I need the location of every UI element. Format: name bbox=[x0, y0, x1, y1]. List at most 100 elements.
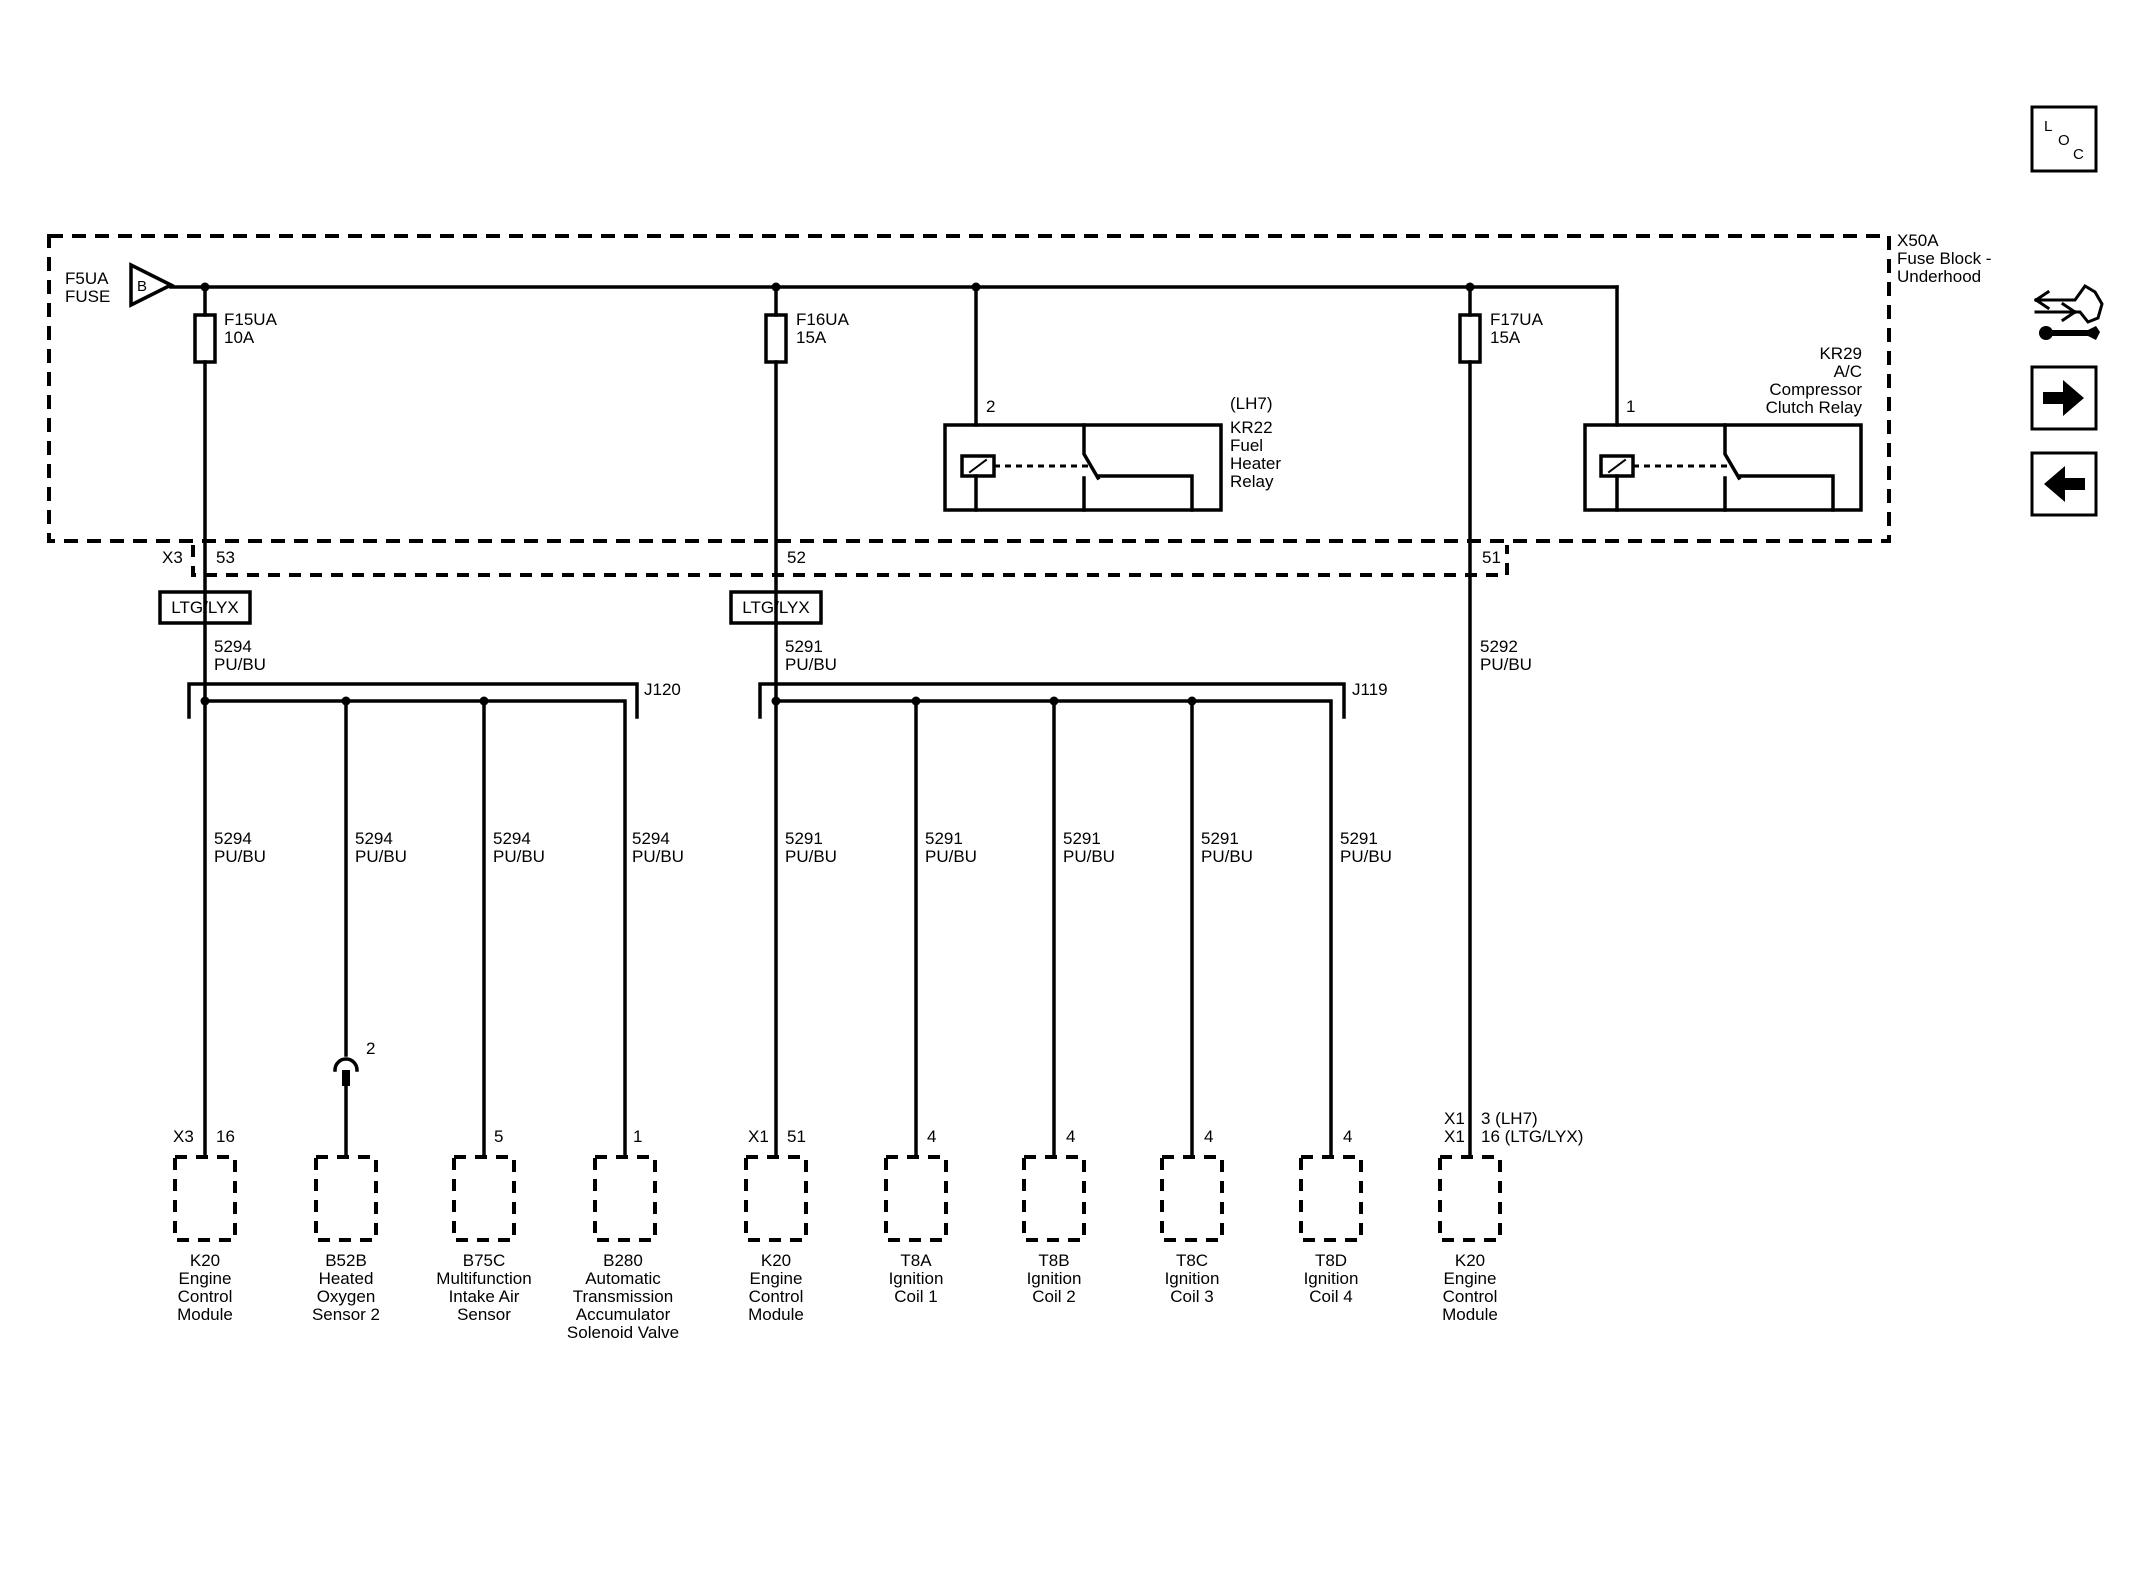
relay-kr29-name-3: Compressor bbox=[1769, 380, 1862, 399]
component-t8c-box bbox=[1160, 1155, 1224, 1242]
relay-kr29-name-1: KR29 bbox=[1819, 344, 1862, 363]
component-k20-box bbox=[173, 1155, 237, 1242]
splice-junction bbox=[200, 696, 210, 706]
relay-kr22-name-2: Fuel bbox=[1230, 436, 1263, 455]
branch-wire-color: PU/BU bbox=[355, 847, 407, 866]
connector-x3-pin-51: 51 bbox=[1482, 548, 1501, 567]
fuse-f17ua-name: F17UA bbox=[1490, 310, 1544, 329]
component-k20-name: K20 bbox=[761, 1251, 791, 1270]
splice-junction bbox=[341, 696, 351, 706]
fuse-f16ua-rating: 15A bbox=[796, 328, 827, 347]
branch-wire-circuit: 5291 bbox=[1063, 829, 1101, 848]
branch-wire-circuit: 5294 bbox=[493, 829, 531, 848]
fuse-f17ua-rating: 15A bbox=[1490, 328, 1521, 347]
relay-kr22-switch bbox=[974, 423, 1194, 512]
arrow-right-icon-frame[interactable] bbox=[2030, 365, 2098, 431]
splice-junction bbox=[771, 696, 781, 706]
option-box-2 bbox=[729, 590, 823, 625]
component-b75c-name: Intake Air bbox=[449, 1287, 520, 1306]
component-k20-name: Control bbox=[749, 1287, 804, 1306]
component-k20-name: Control bbox=[178, 1287, 233, 1306]
loc-letter-o: O bbox=[2058, 132, 2070, 149]
inline-connector-icon bbox=[333, 1057, 359, 1072]
fuse-f15ua-rating: 10A bbox=[224, 328, 255, 347]
component-t8b-name: Ignition bbox=[1027, 1269, 1082, 1288]
source-arrow-icon bbox=[129, 262, 175, 308]
component-b280-name: Transmission bbox=[573, 1287, 673, 1306]
component-t8d-name: Ignition bbox=[1304, 1269, 1359, 1288]
wire-5294-circuit: 5294 bbox=[214, 637, 252, 656]
component-t8d-name: Coil 4 bbox=[1309, 1287, 1352, 1306]
wire-5291-circuit: 5291 bbox=[785, 637, 823, 656]
branch-wire-circuit: 5291 bbox=[925, 829, 963, 848]
comp-4-conn: X1 bbox=[748, 1127, 769, 1146]
component-k20-box bbox=[744, 1155, 808, 1242]
fuse-block-name-1: Fuse Block - bbox=[1897, 249, 1991, 268]
branch-wire-color: PU/BU bbox=[925, 847, 977, 866]
component-k20-name: Engine bbox=[179, 1269, 232, 1288]
connector-x3-name: X3 bbox=[162, 548, 183, 567]
component-b280-box bbox=[593, 1155, 657, 1242]
component-b280-name: B280 bbox=[603, 1251, 643, 1270]
splice-j120-label: J120 bbox=[644, 680, 681, 699]
comp-4-pin: 51 bbox=[787, 1127, 806, 1146]
component-b52b-box bbox=[314, 1155, 378, 1242]
arrow-left-icon bbox=[2044, 466, 2085, 502]
loc-button[interactable]: L O C bbox=[2030, 105, 2098, 173]
comp-0-conn: X3 bbox=[173, 1127, 194, 1146]
loc-icon[interactable] bbox=[2030, 105, 2098, 173]
component-t8a-name: T8A bbox=[900, 1251, 932, 1270]
option-box-1-label: LTG/LYX bbox=[171, 598, 238, 617]
component-k20-box bbox=[1438, 1155, 1502, 1242]
arrow-left-icon-frame[interactable] bbox=[2030, 451, 2098, 517]
component-b52b-name: B52B bbox=[325, 1251, 367, 1270]
component-t8d-box bbox=[1299, 1155, 1363, 1242]
comp-3-pin: 1 bbox=[633, 1127, 642, 1146]
branch-wire-circuit: 5291 bbox=[1340, 829, 1378, 848]
connector-x3-pin-53: 53 bbox=[216, 548, 235, 567]
component-t8c-name: T8C bbox=[1176, 1251, 1208, 1270]
component-k20-name: Module bbox=[1442, 1305, 1498, 1324]
relay-kr22-option: (LH7) bbox=[1230, 394, 1273, 413]
branch-wire-color: PU/BU bbox=[632, 847, 684, 866]
wire-5291-color: PU/BU bbox=[785, 655, 837, 674]
component-boxes bbox=[173, 1155, 1502, 1242]
source-pin: B bbox=[137, 278, 147, 295]
comp-2-pin: 5 bbox=[494, 1127, 503, 1146]
splice-junction bbox=[911, 696, 921, 706]
loc-letter-c: C bbox=[2073, 146, 2084, 163]
branch-wire-circuit: 5294 bbox=[355, 829, 393, 848]
splice-junction bbox=[479, 696, 489, 706]
branch-wire-circuit: 5294 bbox=[214, 829, 252, 848]
relay-kr29-name-2: A/C bbox=[1834, 362, 1862, 381]
component-k20-name: Module bbox=[177, 1305, 233, 1324]
component-t8c-name: Coil 3 bbox=[1170, 1287, 1213, 1306]
component-b52b-name: Sensor 2 bbox=[312, 1305, 380, 1324]
component-b280-name: Automatic bbox=[585, 1269, 661, 1288]
component-t8a-name: Coil 1 bbox=[894, 1287, 937, 1306]
branch-wire-circuit: 5294 bbox=[632, 829, 670, 848]
component-t8b-box bbox=[1022, 1155, 1086, 1242]
source-name-1: F5UA bbox=[65, 269, 109, 288]
component-k20-name: K20 bbox=[190, 1251, 220, 1270]
fuse-block-name-2: Underhood bbox=[1897, 267, 1981, 286]
component-b75c-name: Multifunction bbox=[436, 1269, 531, 1288]
next-page-button[interactable] bbox=[2030, 365, 2098, 431]
connector-x3-outline bbox=[191, 545, 1509, 577]
relay-kr29 bbox=[1583, 423, 1863, 512]
component-k20-name: Module bbox=[748, 1305, 804, 1324]
splice-j120-bar bbox=[203, 699, 627, 1159]
component-b52b-name: Oxygen bbox=[317, 1287, 376, 1306]
component-b280-name: Solenoid Valve bbox=[567, 1323, 679, 1342]
component-b280-name: Accumulator bbox=[576, 1305, 671, 1324]
comp-9-conn-2: X1 bbox=[1444, 1127, 1465, 1146]
relay-kr22-pin: 2 bbox=[986, 397, 995, 416]
harness-wrench-icon[interactable] bbox=[2033, 284, 2104, 340]
option-box-2-label: LTG/LYX bbox=[742, 598, 809, 617]
prev-page-button[interactable] bbox=[2030, 451, 2098, 517]
comp-0-pin: 16 bbox=[216, 1127, 235, 1146]
component-b75c-name: Sensor bbox=[457, 1305, 511, 1324]
component-k20-name: Engine bbox=[1444, 1269, 1497, 1288]
inline-connector-pin-label: 2 bbox=[366, 1039, 375, 1058]
relay-kr22-name-1: KR22 bbox=[1230, 418, 1273, 437]
